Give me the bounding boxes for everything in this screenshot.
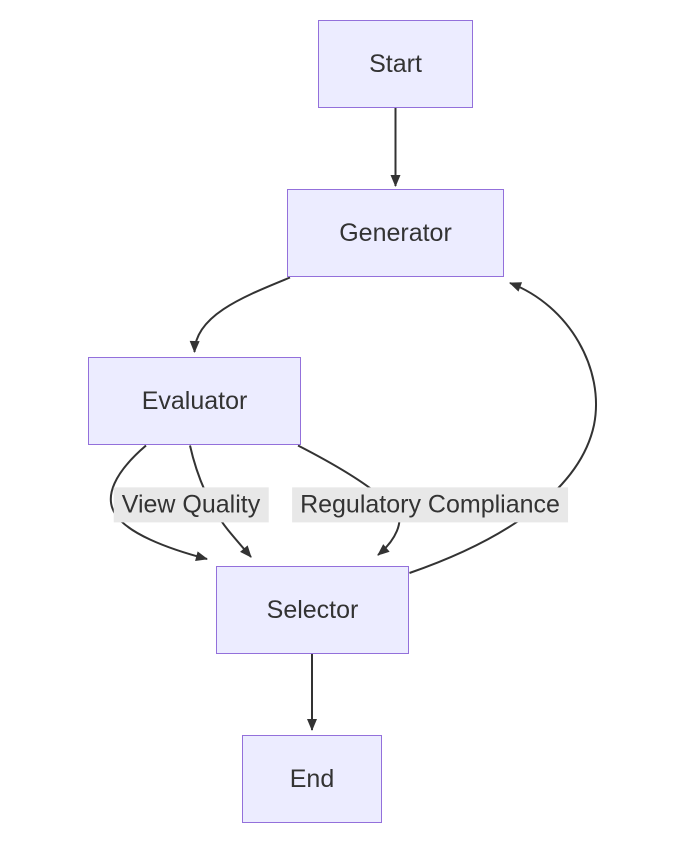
node-end-label: End [289,764,335,793]
node-evaluator-label: Evaluator [141,386,248,415]
edge-generator-to-evaluator [189,276,291,353]
node-start: Start [318,20,473,108]
edge-label-regulatory-compliance: Regulatory Compliance [292,487,568,523]
edge-evaluator-to-selector-view-quality [189,445,252,558]
node-generator-label: Generator [339,218,452,247]
node-end: End [242,735,382,823]
node-generator: Generator [287,189,504,277]
edge-selector-to-generator-loop [409,282,597,574]
edge-label-view-quality: View Quality [113,487,269,523]
node-selector-label: Selector [266,595,359,624]
node-start-label: Start [369,49,422,78]
node-selector: Selector [216,566,409,654]
node-evaluator: Evaluator [88,357,301,445]
